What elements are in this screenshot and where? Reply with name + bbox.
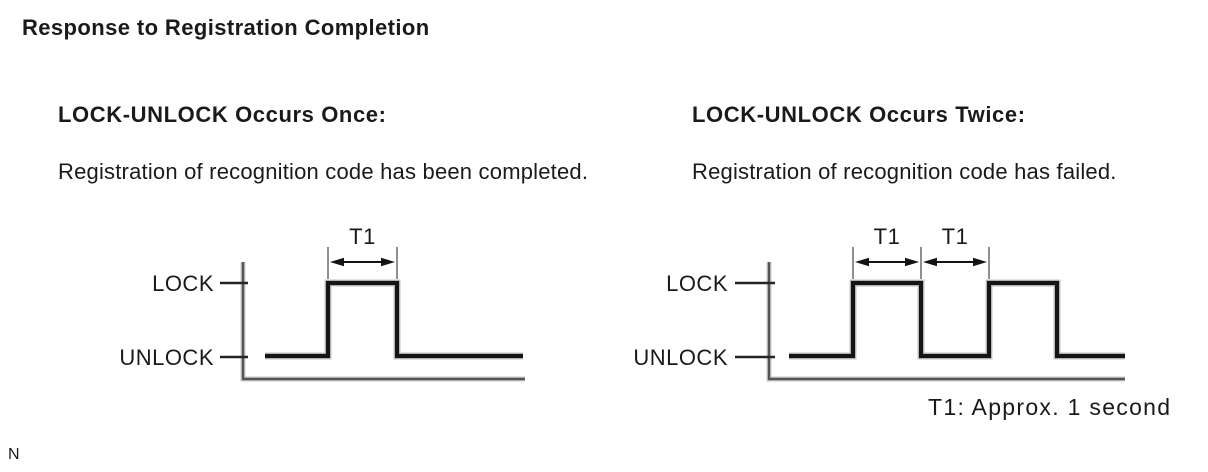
arrow-left-icon — [330, 257, 344, 267]
t1-definition-note: T1: Approx. 1 second — [928, 394, 1172, 420]
waveform-twice — [789, 280, 1125, 359]
arrow-right-icon — [381, 257, 395, 267]
corner-mark: N — [8, 446, 20, 463]
arrow-right-icon — [973, 257, 987, 267]
waveform-halo — [265, 279, 523, 360]
t1-interval-label: T1 — [942, 224, 969, 249]
axis-halo — [766, 262, 1125, 382]
axis-lines — [767, 262, 1125, 381]
page-title: Response to Registration Completion — [22, 15, 430, 40]
arrow-right-icon — [905, 257, 919, 267]
panel-once-description: Registration of recognition code has bee… — [58, 159, 589, 184]
arrow-left-icon — [923, 257, 937, 267]
unlock-label: UNLOCK — [633, 345, 728, 370]
t1-interval-label: T1 — [874, 224, 901, 249]
t1-interval-label: T1 — [349, 224, 376, 249]
panel-twice-heading: LOCK-UNLOCK Occurs Twice: — [692, 102, 1026, 127]
lock-label: LOCK — [152, 271, 214, 296]
panel-lock-unlock-once: LOCK-UNLOCK Occurs Once: Registration of… — [40, 95, 630, 400]
waveform-once — [265, 280, 523, 359]
panel-once-heading: LOCK-UNLOCK Occurs Once: — [58, 102, 387, 127]
panel-twice-description: Registration of recognition code has fai… — [692, 159, 1117, 184]
axis-lines — [241, 262, 525, 381]
arrow-left-icon — [855, 257, 869, 267]
waveform-halo — [789, 279, 1125, 360]
unlock-label: UNLOCK — [119, 345, 214, 370]
timing-diagram-twice: LOCK UNLOCK T1 T1 — [633, 224, 1125, 382]
lock-label: LOCK — [666, 271, 728, 296]
panel-lock-unlock-twice: LOCK-UNLOCK Occurs Twice: Registration o… — [630, 95, 1208, 400]
timing-diagram-once: LOCK UNLOCK T1 — [119, 224, 525, 382]
